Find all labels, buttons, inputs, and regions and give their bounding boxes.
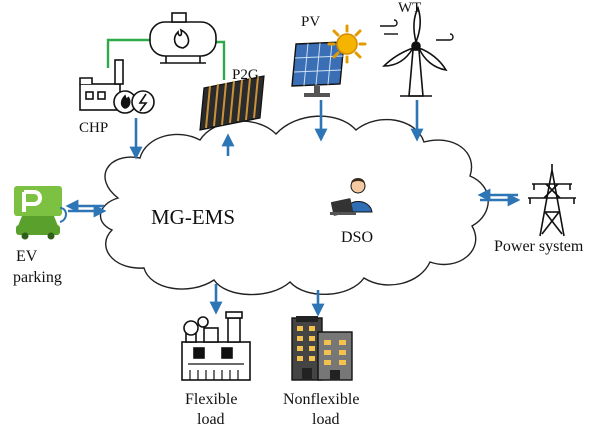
- chp-plant-icon: [79, 59, 155, 114]
- chp-label: CHP: [79, 120, 109, 136]
- pv-panel-icon: [291, 41, 345, 97]
- ev-parking-label-line1: EV: [16, 248, 38, 265]
- wt-label: WT: [398, 0, 422, 16]
- factory-icon: [181, 311, 251, 381]
- power-system-label: Power system: [494, 238, 584, 255]
- wind-turbine-icon: [380, 5, 454, 97]
- building-icon: [291, 316, 353, 381]
- gas-tank-icon: [149, 12, 217, 64]
- nonflexible-load-label-line1: Nonflexible: [283, 391, 360, 408]
- p2g-electrolyzer-icon: [199, 75, 265, 131]
- transmission-tower-icon: [528, 164, 576, 237]
- power-flow-arrows: [65, 100, 521, 317]
- p2g-label: P2G: [232, 67, 259, 83]
- sun-icon: [327, 24, 367, 64]
- nonflexible-load-label-line2: load: [312, 411, 340, 428]
- pv-label: PV: [301, 14, 321, 30]
- dso-label: DSO: [341, 229, 374, 246]
- mg-ems-label: MG-EMS: [151, 205, 236, 229]
- flexible-load-label-line2: load: [197, 411, 225, 428]
- gas-pipe: [106, 38, 226, 80]
- flexible-load-label-line1: Flexible: [185, 391, 238, 408]
- ev-parking-label-line2: parking: [13, 269, 62, 286]
- ev-parking-icon: [14, 186, 67, 240]
- dso-operator-icon: [330, 178, 373, 216]
